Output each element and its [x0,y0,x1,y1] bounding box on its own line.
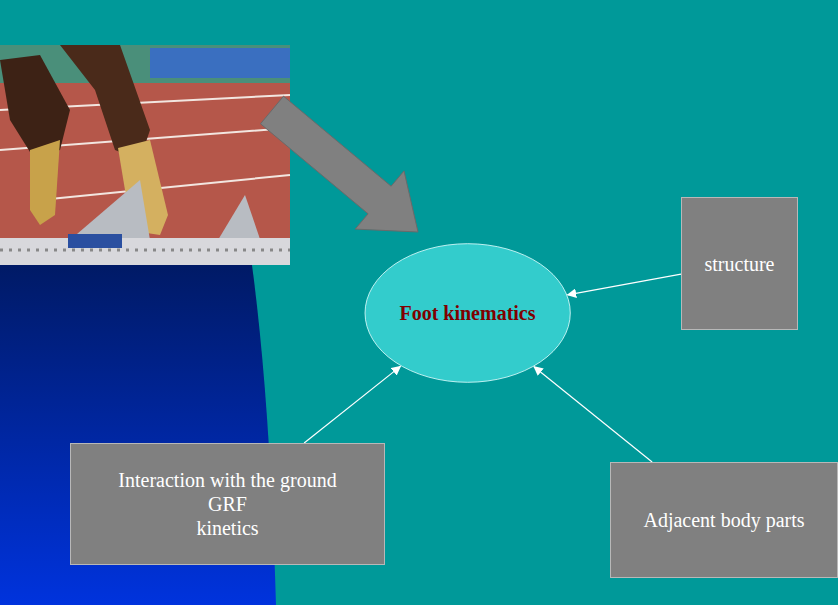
factor-box: Adjacent body parts [610,462,838,578]
factor-box: structure [681,197,798,330]
focus-label: Foot kinematics [399,302,535,325]
factor-label: Adjacent body parts [643,508,804,532]
influence-arrow [304,366,400,443]
focus-ellipse: Foot kinematics [364,243,571,383]
factor-box: Interaction with the groundGRFkinetics [70,443,385,565]
factor-label: Interaction with the ground [118,468,336,492]
factor-label: structure [705,252,775,276]
factor-label: kinetics [196,516,258,540]
sprint-start-photo [0,45,290,265]
influence-arrow [534,367,652,462]
factor-label: GRF [208,492,247,516]
influence-arrow [568,274,681,295]
big-arrow [261,96,419,232]
